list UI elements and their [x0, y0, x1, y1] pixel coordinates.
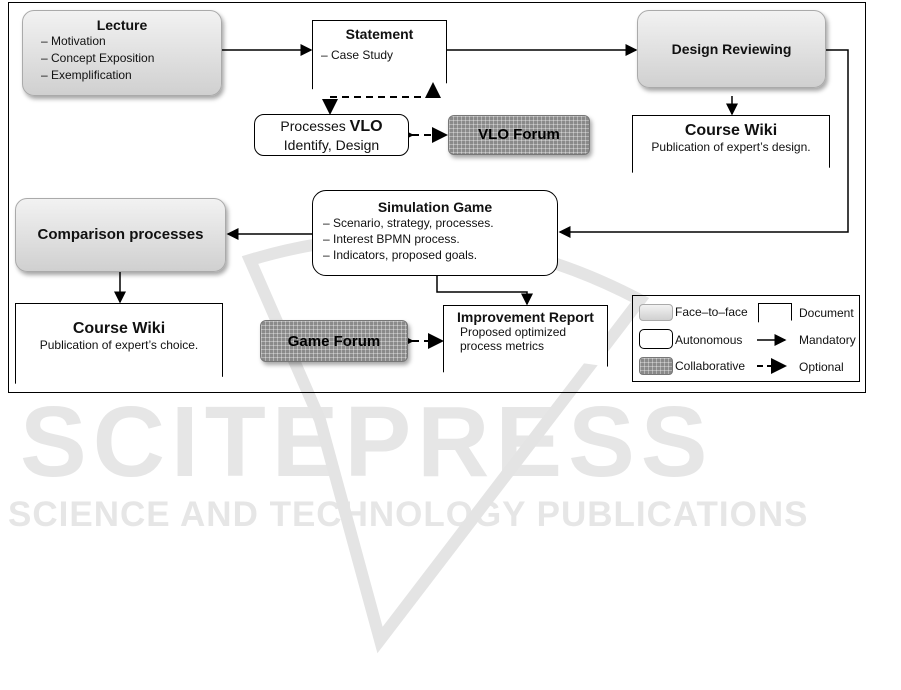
- course-wiki-2-text: Publication of expert’s choice.: [39, 338, 199, 352]
- legend-document-swatch: [758, 303, 792, 323]
- course-wiki-2-title: Course Wiki: [72, 320, 166, 337]
- processes-label: Processes: [280, 118, 350, 134]
- legend-face-to-face-label: Face–to–face: [675, 305, 748, 319]
- lecture-item: – Motivation: [41, 34, 106, 48]
- simulation-game-title: Simulation Game: [377, 199, 493, 215]
- legend-document-label: Document: [799, 306, 854, 320]
- simulation-item: – Interest BPMN process.: [323, 232, 460, 246]
- legend-collaborative-swatch: [639, 357, 673, 375]
- game-forum-node: Game Forum: [260, 320, 408, 362]
- vlo-label: VLO: [349, 118, 383, 135]
- legend-arrows: [757, 334, 787, 374]
- vlo-forum-node: VLO Forum: [448, 115, 590, 155]
- improvement-report-line: process metrics: [460, 339, 545, 353]
- improvement-report-title: Improvement Report: [457, 309, 594, 325]
- legend-mandatory-label: Mandatory: [799, 333, 856, 347]
- processes-vlo-node: Processes VLO Identify, Design: [254, 114, 409, 156]
- watermark-brand: SCITEPRESS: [20, 386, 714, 498]
- statement-item: – Case Study: [321, 48, 394, 62]
- lecture-item: – Concept Exposition: [41, 51, 155, 65]
- processes-vlo-subtitle: Identify, Design: [283, 137, 380, 153]
- lecture-item: – Exemplification: [41, 68, 132, 82]
- legend-autonomous-swatch: [639, 329, 673, 349]
- vlo-forum-title: VLO Forum: [478, 126, 560, 143]
- comparison-title: Comparison processes: [37, 226, 204, 243]
- statement-title: Statement: [345, 26, 414, 42]
- legend: Face–to–face Autonomous Collaborative Do…: [632, 295, 860, 382]
- simulation-item: – Scenario, strategy, processes.: [323, 216, 494, 230]
- course-wiki-1-text: Publication of expert’s design.: [651, 140, 811, 154]
- legend-collaborative-label: Collaborative: [675, 359, 746, 373]
- game-forum-title: Game Forum: [287, 333, 381, 350]
- legend-autonomous-label: Autonomous: [675, 333, 743, 347]
- arrow-design-simulation: [558, 49, 849, 238]
- comparison-processes-node: Comparison processes: [15, 198, 226, 272]
- watermark-tagline: SCIENCE AND TECHNOLOGY PUBLICATIONS: [8, 495, 809, 534]
- dashed-statement-vlo: [322, 96, 433, 115]
- lecture-title: Lecture: [96, 17, 148, 33]
- arrow-simulation-report: [436, 276, 533, 306]
- design-reviewing-node: Design Reviewing: [637, 10, 826, 88]
- simulation-game-node: Simulation Game – Scenario, strategy, pr…: [312, 190, 558, 276]
- improvement-report-line: Proposed optimized: [460, 325, 567, 339]
- course-wiki-1-title: Course Wiki: [684, 122, 778, 139]
- diagram-frame: [8, 2, 866, 393]
- legend-optional-label: Optional: [799, 360, 844, 374]
- lecture-node: Lecture – Motivation – Concept Expositio…: [22, 10, 222, 96]
- design-reviewing-title: Design Reviewing: [671, 41, 792, 57]
- legend-face-to-face-swatch: [639, 304, 673, 321]
- simulation-item: – Indicators, proposed goals.: [323, 248, 478, 262]
